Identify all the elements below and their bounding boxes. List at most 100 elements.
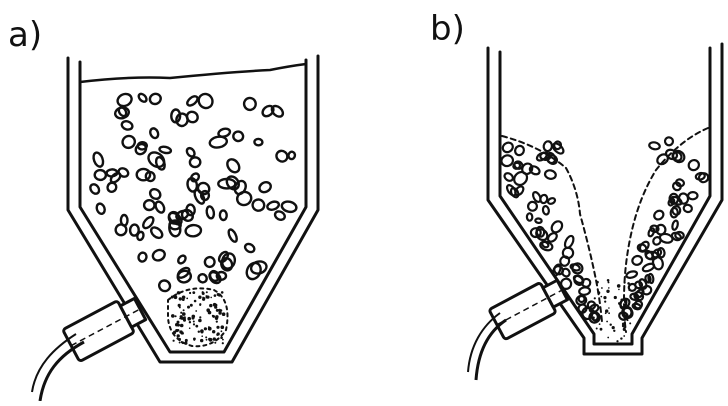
particle xyxy=(664,136,675,147)
particle xyxy=(209,135,228,148)
fine-particle xyxy=(198,331,200,333)
particle xyxy=(514,144,526,156)
fine-particle xyxy=(623,328,626,331)
particle xyxy=(649,141,661,150)
fine-particle xyxy=(618,289,620,291)
fine-particle xyxy=(206,295,208,297)
fine-particle xyxy=(218,311,221,314)
fine-particle xyxy=(626,316,629,319)
fine-particle xyxy=(175,329,178,332)
particle xyxy=(177,254,187,265)
fine-particle xyxy=(622,310,625,313)
fine-particle xyxy=(201,335,203,337)
particle xyxy=(137,92,148,103)
fine-particle xyxy=(618,302,621,305)
fine-particle xyxy=(189,327,191,329)
fine-particle xyxy=(212,315,214,317)
particle xyxy=(250,260,268,276)
fine-particle xyxy=(612,326,615,329)
fine-particle xyxy=(620,299,623,302)
fine-particle xyxy=(222,342,224,344)
fine-particle xyxy=(206,339,208,341)
particle xyxy=(149,127,160,139)
particle xyxy=(235,190,253,207)
particle xyxy=(220,210,227,220)
fine-particle xyxy=(628,289,630,291)
particle xyxy=(94,170,106,181)
fine-particle xyxy=(222,312,226,316)
particle xyxy=(151,248,166,262)
particle xyxy=(252,199,265,212)
fine-particle xyxy=(215,315,218,318)
particle xyxy=(137,169,150,180)
particle xyxy=(148,187,162,201)
particle xyxy=(683,204,693,213)
fine-particle xyxy=(199,316,201,318)
fine-particle xyxy=(629,322,631,324)
particle xyxy=(550,219,565,234)
fine-particle xyxy=(221,291,224,294)
particle xyxy=(120,134,137,150)
fine-particle xyxy=(608,281,610,283)
particle xyxy=(266,200,280,211)
fine-particle xyxy=(177,334,180,337)
fine-particle xyxy=(209,304,212,307)
fine-particle xyxy=(597,291,600,294)
fine-particle xyxy=(202,297,204,299)
fine-particle xyxy=(216,326,219,329)
particle xyxy=(579,287,591,296)
particle xyxy=(227,228,238,243)
particle xyxy=(288,151,296,159)
fine-particle xyxy=(182,333,184,335)
particle xyxy=(671,220,678,230)
fine-particle xyxy=(185,342,188,345)
fine-particle xyxy=(174,296,178,300)
fine-particle xyxy=(607,337,609,339)
fine-particle xyxy=(189,292,191,294)
fine-particle xyxy=(595,310,597,312)
fine-particle xyxy=(192,315,196,319)
particle xyxy=(626,270,638,279)
fine-particle xyxy=(173,340,175,342)
fine-particle xyxy=(596,281,599,284)
particle xyxy=(121,120,134,131)
fine-particle xyxy=(608,287,610,289)
particle xyxy=(281,200,298,213)
particle xyxy=(92,151,105,168)
fine-particle xyxy=(592,316,595,319)
fine-particle xyxy=(212,330,215,333)
particle xyxy=(664,148,678,161)
fine-particle xyxy=(213,303,217,307)
particle xyxy=(136,231,144,241)
fine-particle xyxy=(179,318,181,320)
fine-particle xyxy=(605,309,608,312)
fine-particle xyxy=(182,298,185,301)
fine-particle xyxy=(175,315,177,317)
fine-particle xyxy=(620,337,622,339)
particle xyxy=(244,242,256,253)
particle xyxy=(695,172,705,180)
particle xyxy=(687,158,701,172)
fine-particle xyxy=(616,340,618,342)
fine-particle xyxy=(627,319,629,321)
fine-particle xyxy=(601,296,603,298)
particle xyxy=(176,266,191,280)
particle xyxy=(535,218,542,223)
particle xyxy=(270,104,285,119)
fine-particle xyxy=(213,337,216,340)
fine-particle xyxy=(195,310,197,312)
fine-particle xyxy=(608,307,610,309)
particle xyxy=(89,183,101,196)
particle xyxy=(185,224,201,237)
particle xyxy=(138,142,148,150)
fine-particle xyxy=(178,292,180,294)
fine-particle xyxy=(193,323,195,325)
particle xyxy=(138,252,148,263)
fine-particle xyxy=(193,339,195,341)
particle xyxy=(159,146,172,154)
particle xyxy=(274,210,287,222)
particle xyxy=(688,192,698,200)
fine-particle xyxy=(206,291,208,293)
particle xyxy=(117,167,130,179)
fine-particle xyxy=(179,298,181,300)
